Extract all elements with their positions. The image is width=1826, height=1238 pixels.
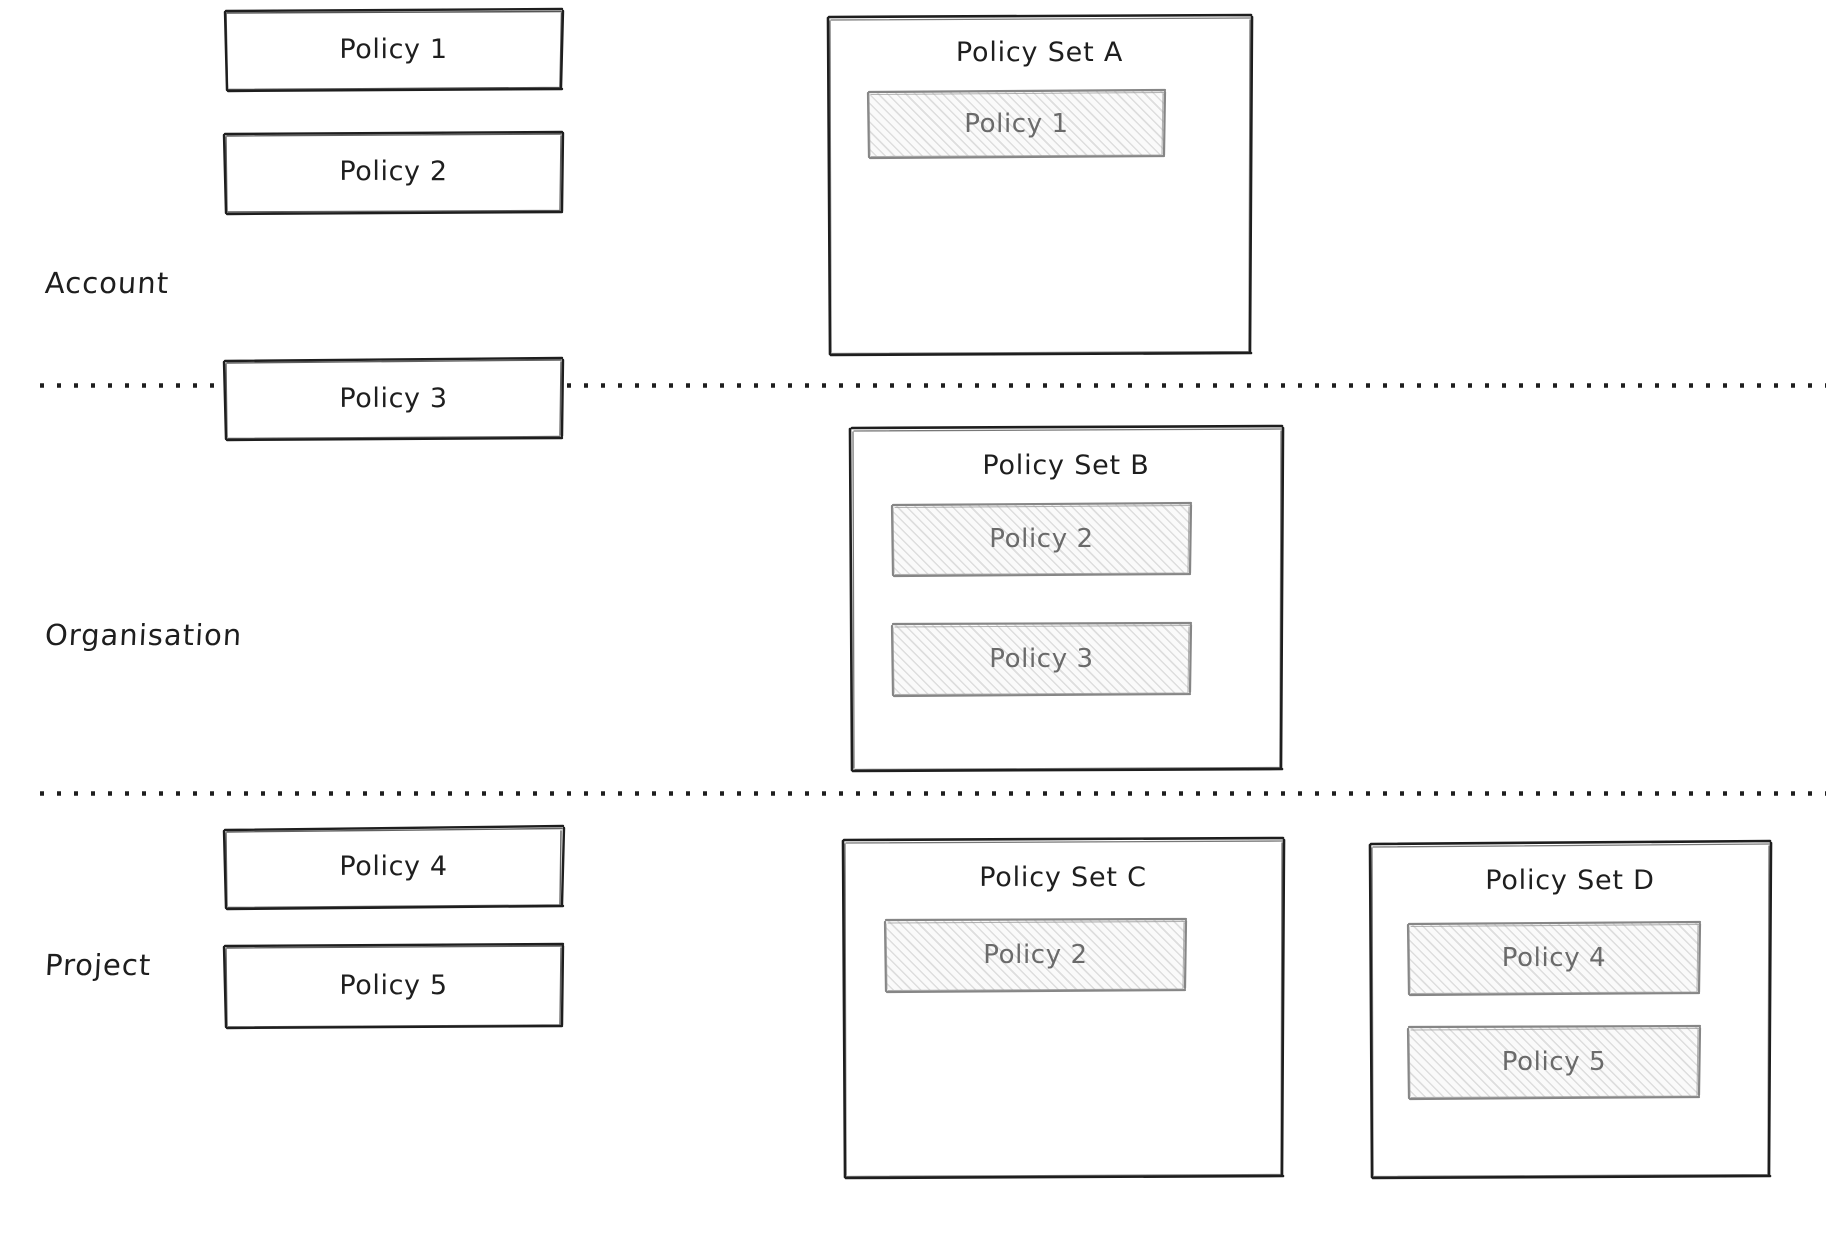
sketch-rect-outline bbox=[826, 13, 1254, 357]
policy-set-member-policy-4[interactable]: Policy 4 bbox=[1406, 920, 1702, 997]
sketch-rect-outline bbox=[222, 824, 566, 911]
policy-box-label: Policy 5 bbox=[339, 969, 448, 1001]
policy-member-label: Policy 2 bbox=[989, 524, 1094, 554]
tier-label-account: Account bbox=[44, 266, 170, 300]
policy-set-title: Policy Set B bbox=[982, 450, 1150, 481]
policy-set-d[interactable]: Policy Set D Policy 4 Policy 5 bbox=[1368, 839, 1773, 1180]
policy-set-title: Policy Set D bbox=[1485, 865, 1655, 896]
sketch-rect-outline bbox=[222, 130, 565, 216]
tier-label-organisation: Organisation bbox=[44, 618, 244, 652]
policy-set-b[interactable]: Policy Set B Policy 2 Policy 3 bbox=[848, 424, 1285, 773]
policy-set-title: Policy Set C bbox=[979, 862, 1147, 893]
policy-member-label: Policy 3 bbox=[989, 644, 1094, 674]
policy-set-c[interactable]: Policy Set C Policy 2 bbox=[841, 836, 1286, 1180]
policy-set-member-policy-2[interactable]: Policy 2 bbox=[890, 501, 1193, 578]
tier-divider-organisation-project bbox=[40, 791, 1826, 796]
policy-box-policy-5[interactable]: Policy 5 bbox=[222, 942, 565, 1030]
policy-box-policy-3[interactable]: Policy 3 bbox=[222, 356, 565, 442]
sketch-rect-outline bbox=[222, 356, 565, 442]
policy-set-member-policy-5[interactable]: Policy 5 bbox=[1406, 1024, 1702, 1101]
policy-member-label: Policy 2 bbox=[983, 940, 1088, 970]
policy-member-label: Policy 4 bbox=[1501, 943, 1607, 973]
policy-box-label: Policy 1 bbox=[339, 34, 448, 65]
policy-set-title: Policy Set A bbox=[955, 37, 1124, 68]
policy-member-label: Policy 5 bbox=[1501, 1047, 1607, 1077]
sketch-rect-outline bbox=[1368, 839, 1773, 1180]
policy-set-member-policy-2[interactable]: Policy 2 bbox=[883, 917, 1188, 994]
sketch-rect-outline bbox=[848, 424, 1285, 773]
tier-label-project: Project bbox=[44, 948, 153, 982]
policy-box-label: Policy 2 bbox=[339, 156, 448, 187]
policy-set-a[interactable]: Policy Set A Policy 1 bbox=[826, 13, 1254, 357]
sketch-rect-outline bbox=[222, 942, 565, 1030]
policy-box-label: Policy 4 bbox=[339, 851, 448, 882]
policy-box-policy-1[interactable]: Policy 1 bbox=[223, 7, 565, 93]
policy-box-policy-2[interactable]: Policy 2 bbox=[222, 130, 565, 216]
policy-set-member-policy-3[interactable]: Policy 3 bbox=[890, 621, 1193, 698]
sketch-rect-outline bbox=[841, 836, 1286, 1180]
policy-box-label: Policy 3 bbox=[339, 383, 448, 414]
policy-set-member-policy-1[interactable]: Policy 1 bbox=[866, 88, 1167, 160]
policy-member-label: Policy 1 bbox=[964, 108, 1069, 139]
sketch-rect-outline bbox=[223, 7, 565, 93]
policy-box-policy-4[interactable]: Policy 4 bbox=[222, 824, 566, 911]
